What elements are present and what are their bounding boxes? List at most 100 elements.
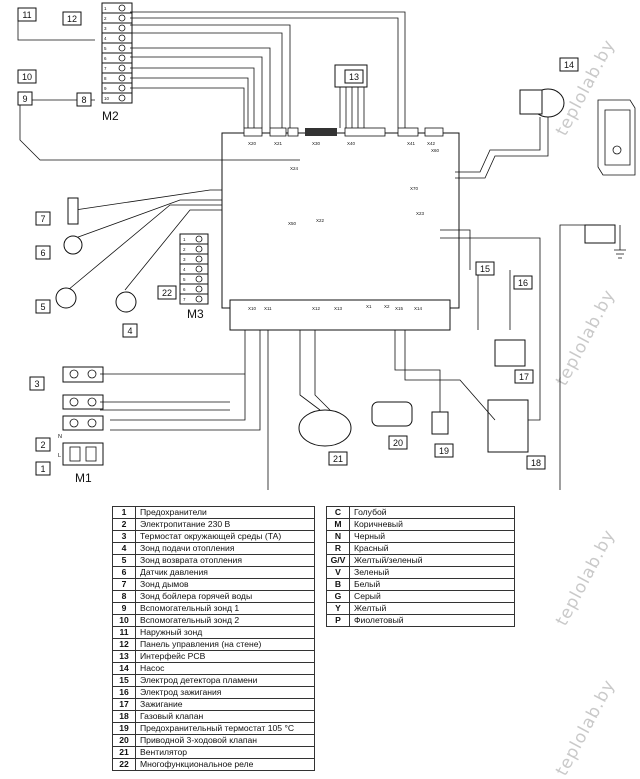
lower-wires — [100, 229, 541, 431]
color-code: M — [326, 518, 350, 531]
legend-description: Предохранители — [135, 506, 315, 519]
legend-description: Вспомогательный зонд 2 — [135, 614, 315, 627]
earth-loop — [267, 224, 600, 490]
legend-number: 6 — [112, 566, 136, 579]
connector-label: X2 — [384, 304, 390, 309]
legend-number: 12 — [112, 638, 136, 651]
legend-description: Вспомогательный зонд 1 — [135, 602, 315, 615]
m3-screw — [195, 295, 203, 303]
m2-terminal-number: 9 — [104, 86, 107, 91]
color-code: C — [326, 506, 350, 519]
legend-description: Наружный зонд — [135, 626, 315, 639]
m3-terminal-number: 5 — [183, 277, 186, 282]
connector-label: X60 — [431, 148, 440, 153]
m2-screw — [118, 34, 126, 42]
callout-box — [35, 299, 51, 314]
callout-number: 20 — [393, 438, 403, 448]
top-connectors — [243, 127, 444, 137]
legend-number: 22 — [112, 758, 136, 771]
m2-screw — [118, 84, 126, 92]
callout-box — [328, 451, 348, 466]
legend-description: Зонд возврата отопления — [135, 554, 315, 567]
m2-terminal-number: 5 — [104, 46, 107, 51]
callout-box — [35, 461, 51, 476]
m3-terminal — [179, 293, 209, 305]
m2-wires — [17, 11, 406, 161]
callout-number: 16 — [518, 278, 528, 288]
callout-number: 2 — [40, 440, 45, 450]
callout-box — [344, 69, 364, 84]
m2-terminal-number: 3 — [104, 26, 107, 31]
connector-label: X70 — [410, 186, 419, 191]
callout-number: 11 — [22, 10, 31, 20]
connector-label: X24 — [290, 166, 299, 171]
m3-screw — [195, 285, 203, 293]
legend-description: Предохранительный термостат 105 °C — [135, 722, 315, 735]
m2-terminal-number: 10 — [104, 96, 110, 101]
connector-label: X12 — [312, 306, 321, 311]
callout-box — [514, 369, 534, 384]
color-name: Красный — [349, 542, 515, 555]
m2-terminal-number: 7 — [104, 66, 107, 71]
color-code: Y — [326, 602, 350, 615]
m2-screw — [118, 44, 126, 52]
callout-number: 15 — [480, 264, 490, 274]
m2-terminal-number: 6 — [104, 56, 107, 61]
legend-number: 4 — [112, 542, 136, 555]
callout-box — [434, 443, 454, 458]
legend-description: Зонд дымов — [135, 578, 315, 591]
callout-number: 19 — [439, 446, 449, 456]
callout-box — [513, 275, 533, 290]
connector-label: X23 — [416, 211, 425, 216]
connector-label: X21 — [274, 141, 283, 146]
legend-description: Интерфейс PCB — [135, 650, 315, 663]
m2-terminal-number: 2 — [104, 16, 107, 21]
callout-number: 3 — [34, 379, 39, 389]
callout-number: 17 — [519, 372, 529, 382]
m2-screw — [118, 54, 126, 62]
label-m2: M2 — [102, 109, 119, 123]
m3-terminal-number: 3 — [183, 257, 186, 262]
callout-number: 21 — [333, 454, 343, 464]
legend-description: Зонд подачи отопления — [135, 542, 315, 555]
m3-terminal-number: 7 — [183, 297, 186, 302]
m2-terminal-number: 4 — [104, 36, 107, 41]
sensors — [55, 189, 222, 313]
legend-number: 3 — [112, 530, 136, 543]
main-board — [221, 132, 460, 309]
color-name: Желтый — [349, 602, 515, 615]
callout-number: 4 — [127, 326, 132, 336]
main-board-lower — [229, 299, 451, 331]
legend-number: 1 — [112, 506, 136, 519]
earth-terminal — [584, 224, 626, 259]
color-code: B — [326, 578, 350, 591]
legend-number: 17 — [112, 698, 136, 711]
legend-description: Электропитание 230 В — [135, 518, 315, 531]
legend-number: 9 — [112, 602, 136, 615]
callout-box — [157, 285, 177, 300]
callout-number: 10 — [22, 72, 32, 82]
watermark-3: teplolab.by — [552, 526, 620, 630]
legend-number: 11 — [112, 626, 136, 639]
callout-box — [17, 91, 33, 106]
legend-description: Зонд бойлера горячей воды — [135, 590, 315, 603]
